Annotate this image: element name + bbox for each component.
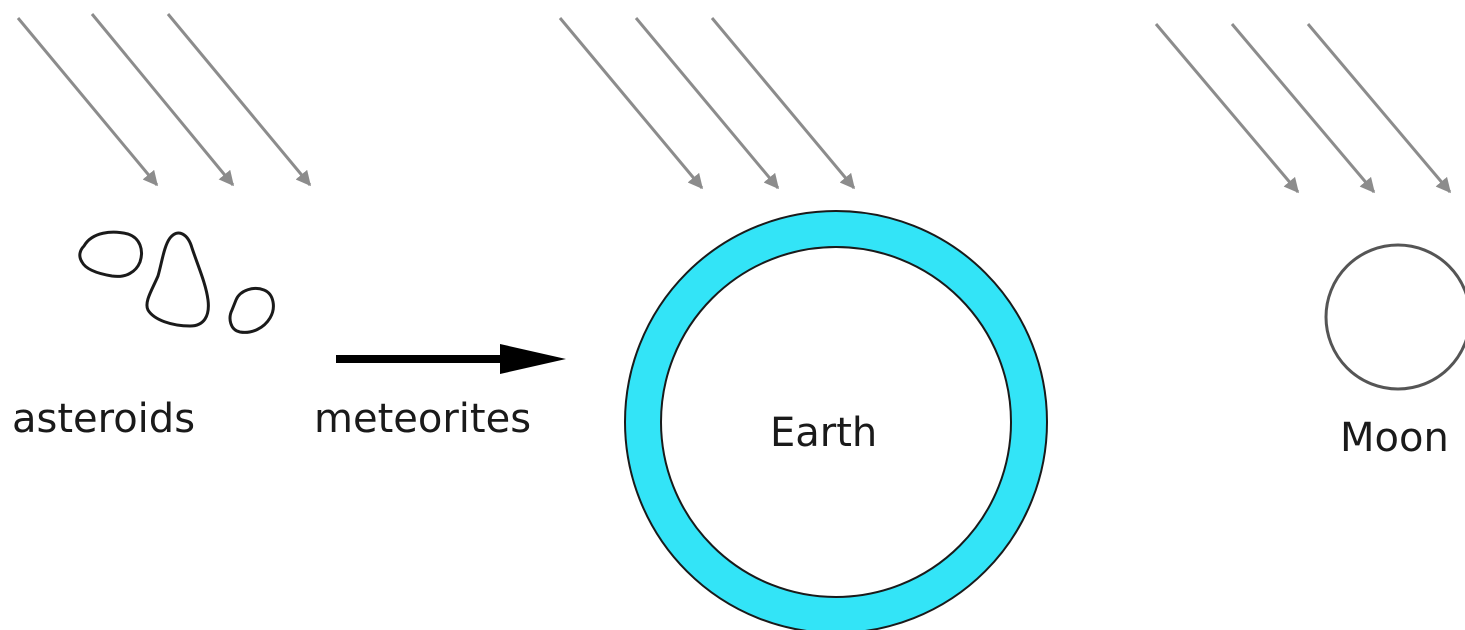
asteroids-label: asteroids bbox=[12, 396, 195, 442]
asteroid-rock-3 bbox=[230, 288, 273, 332]
diagonal-arrow-icon bbox=[18, 18, 157, 185]
moon bbox=[1326, 245, 1465, 389]
diagonal-arrow-icon bbox=[1156, 24, 1298, 192]
earth-incoming-arrows bbox=[560, 18, 854, 188]
moon-incoming-arrows bbox=[1156, 24, 1450, 192]
moon-label: Moon bbox=[1340, 415, 1449, 461]
asteroid-rock-2 bbox=[147, 233, 208, 326]
right-arrow-icon bbox=[336, 344, 566, 374]
asteroid-incoming-arrows bbox=[18, 14, 310, 185]
earth-label: Earth bbox=[770, 410, 877, 456]
diagonal-arrow-icon bbox=[168, 14, 310, 185]
diagonal-arrow-icon bbox=[560, 18, 702, 188]
diagonal-arrow-icon bbox=[636, 18, 778, 188]
diagonal-arrow-icon bbox=[712, 18, 854, 188]
diagonal-arrow-icon bbox=[92, 14, 233, 185]
diagonal-arrow-icon bbox=[1308, 24, 1450, 192]
meteorites-label: meteorites bbox=[314, 396, 531, 442]
asteroid-rock-1 bbox=[80, 232, 142, 276]
asteroid-rocks bbox=[80, 232, 274, 332]
diagonal-arrow-icon bbox=[1232, 24, 1374, 192]
